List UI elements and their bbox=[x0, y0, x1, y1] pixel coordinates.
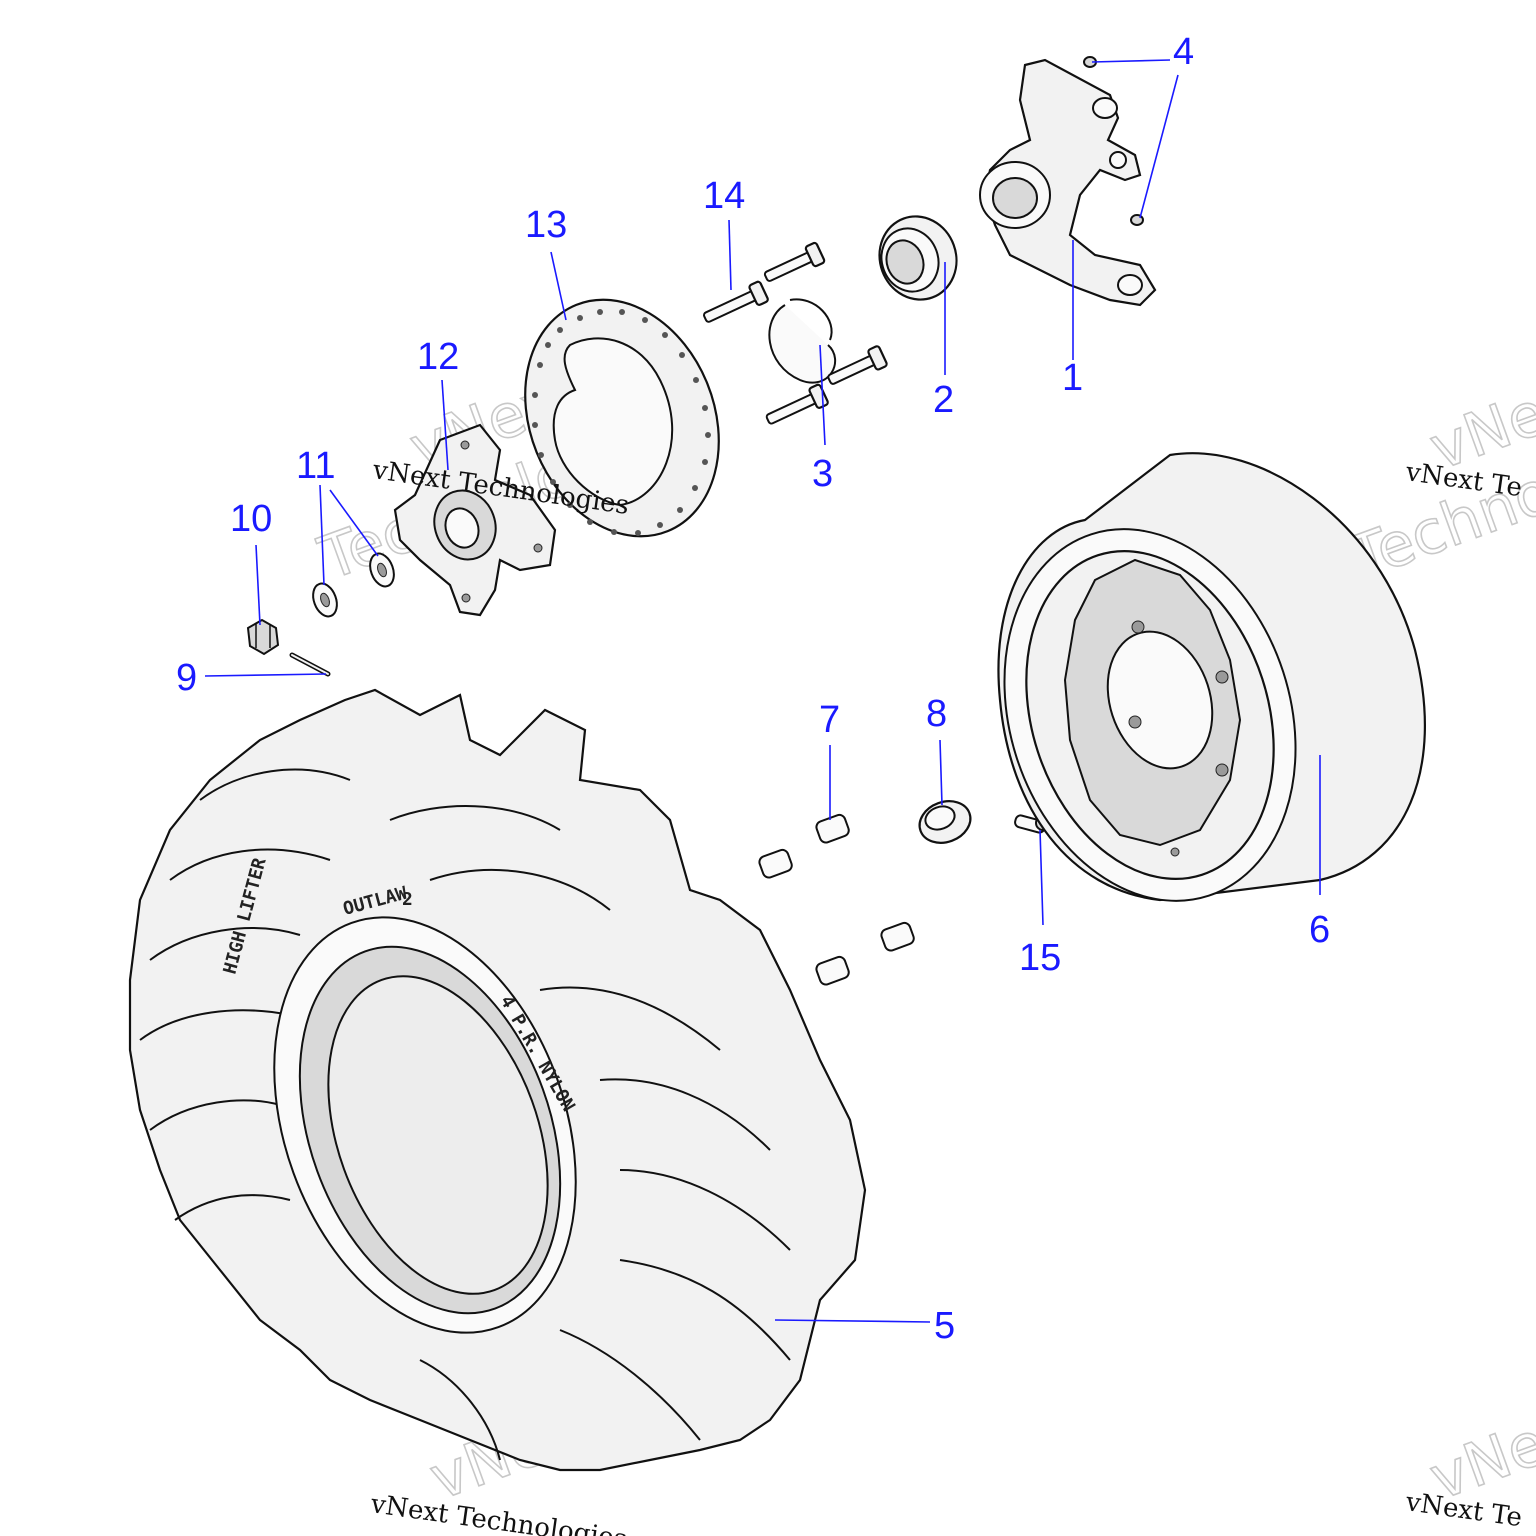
tire-brand-superscript: 2 bbox=[402, 889, 413, 910]
disc-vent-holes bbox=[532, 309, 711, 536]
callout-2: 2 bbox=[933, 379, 954, 421]
wheel-rim-part bbox=[997, 452, 1427, 902]
leader-8 bbox=[939, 739, 943, 806]
retaining-ring-part bbox=[768, 298, 837, 384]
callout-11: 11 bbox=[296, 445, 335, 487]
callout-3: 3 bbox=[812, 453, 833, 495]
castle-nut-part bbox=[246, 618, 280, 656]
leader-15 bbox=[1039, 829, 1044, 926]
brake-disc-part bbox=[524, 298, 720, 538]
bolt-set-part bbox=[703, 241, 888, 425]
callout-12: 12 bbox=[417, 336, 459, 378]
leader-11b bbox=[329, 489, 379, 557]
callout-5: 5 bbox=[934, 1305, 955, 1347]
callout-14: 14 bbox=[703, 175, 745, 217]
leader-12 bbox=[441, 379, 449, 471]
leader-14 bbox=[728, 219, 732, 291]
center-cap-part bbox=[918, 800, 972, 844]
leader-11a bbox=[319, 484, 325, 586]
callout-10: 10 bbox=[230, 498, 272, 540]
washer-part bbox=[312, 552, 395, 618]
wheel-hub-part bbox=[393, 423, 557, 617]
watermark-small-3: vNext Technologies bbox=[368, 1489, 629, 1536]
callout-1: 1 bbox=[1062, 357, 1083, 399]
leader-4a bbox=[1091, 59, 1171, 63]
leader-3 bbox=[819, 344, 826, 446]
bearing-carrier-part bbox=[979, 58, 1157, 307]
tire-part: OUTLAW 2 4 P.R. NYLON HIGH LIFTER bbox=[128, 688, 867, 1472]
wheel-bearing-part bbox=[878, 215, 958, 301]
callout-6: 6 bbox=[1309, 909, 1330, 951]
callout-7: 7 bbox=[819, 699, 840, 741]
leader-13 bbox=[550, 251, 567, 321]
callout-9: 9 bbox=[176, 657, 197, 699]
lug-nut-part bbox=[758, 813, 915, 986]
leader-4b bbox=[1139, 74, 1179, 219]
leader-5 bbox=[774, 1319, 931, 1323]
leader-lines bbox=[204, 59, 1321, 1323]
tire-tread-lugs bbox=[139, 768, 791, 1461]
callout-labels: 1 2 3 4 5 6 7 8 9 10 11 12 13 14 15 bbox=[176, 31, 1330, 1347]
callout-13: 13 bbox=[525, 204, 567, 246]
callout-8: 8 bbox=[926, 693, 947, 735]
leader-10 bbox=[255, 544, 261, 626]
callout-4: 4 bbox=[1173, 31, 1194, 73]
leader-9 bbox=[204, 673, 327, 677]
cotter-pin-part bbox=[289, 652, 331, 677]
callout-15: 15 bbox=[1019, 937, 1061, 979]
